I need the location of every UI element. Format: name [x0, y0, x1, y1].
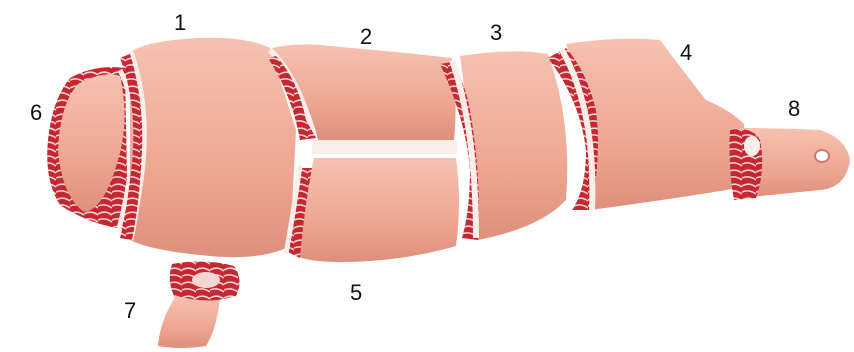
- label-8: 8: [788, 98, 800, 120]
- label-3: 3: [490, 22, 502, 44]
- cut-7-hock: [158, 261, 240, 348]
- cut-8-trotter: [730, 128, 851, 200]
- cut-4: [548, 39, 744, 210]
- label-5: 5: [350, 282, 362, 304]
- label-6: 6: [30, 102, 42, 124]
- cut-1: [120, 38, 296, 257]
- label-7: 7: [124, 300, 136, 322]
- cut-5: [286, 158, 459, 262]
- label-4: 4: [680, 42, 692, 64]
- cut-3: [440, 51, 567, 240]
- cut-6-shank-end: [47, 67, 134, 232]
- cut-2: [268, 44, 457, 154]
- label-1: 1: [174, 12, 186, 34]
- label-2: 2: [360, 26, 372, 48]
